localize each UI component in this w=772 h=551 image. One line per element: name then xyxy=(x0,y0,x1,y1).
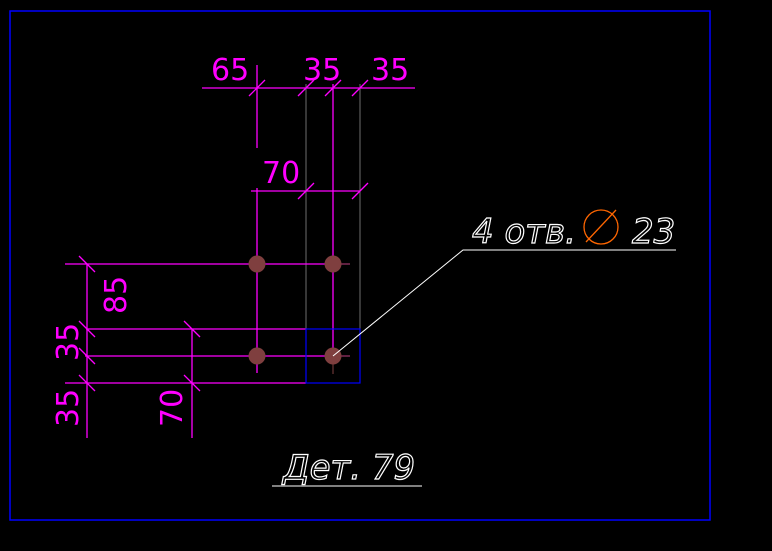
dim-bottom-70: 70 xyxy=(155,389,190,427)
hole xyxy=(248,347,266,365)
hole-count-text: 4 отв. xyxy=(472,212,576,252)
part-label: Дет. 79 xyxy=(281,448,415,488)
dim-mid-70: 70 xyxy=(262,156,300,191)
hole xyxy=(248,255,266,273)
dimension-lines xyxy=(65,65,415,438)
hole-diameter-value: 23 xyxy=(632,212,675,252)
dim-left-85: 85 xyxy=(99,276,134,314)
holes xyxy=(248,255,350,374)
part-outline xyxy=(305,328,361,384)
dim-top-35b: 35 xyxy=(371,53,409,88)
dim-left-35a: 35 xyxy=(51,323,86,361)
drawing-frame xyxy=(9,10,711,521)
dim-left-35b: 35 xyxy=(51,389,86,427)
leader-line xyxy=(332,249,676,357)
diameter-icon xyxy=(583,209,619,245)
dim-top-35a: 35 xyxy=(303,53,341,88)
dim-top-65: 65 xyxy=(211,53,249,88)
